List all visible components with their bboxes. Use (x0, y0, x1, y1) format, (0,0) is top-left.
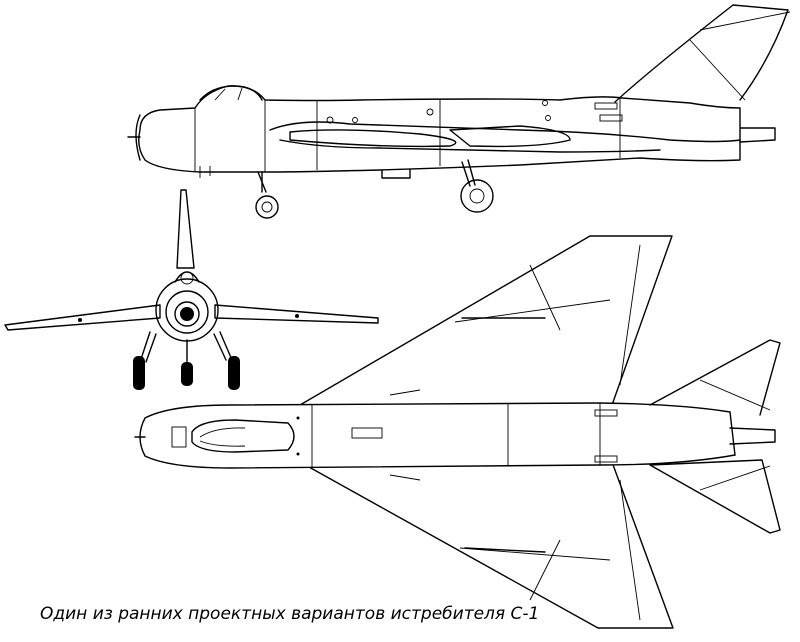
figure-caption: Один из ранних проектных вариантов истре… (40, 604, 540, 624)
front-view (4, 189, 379, 390)
side-view (127, 4, 791, 219)
top-view (134, 235, 781, 629)
